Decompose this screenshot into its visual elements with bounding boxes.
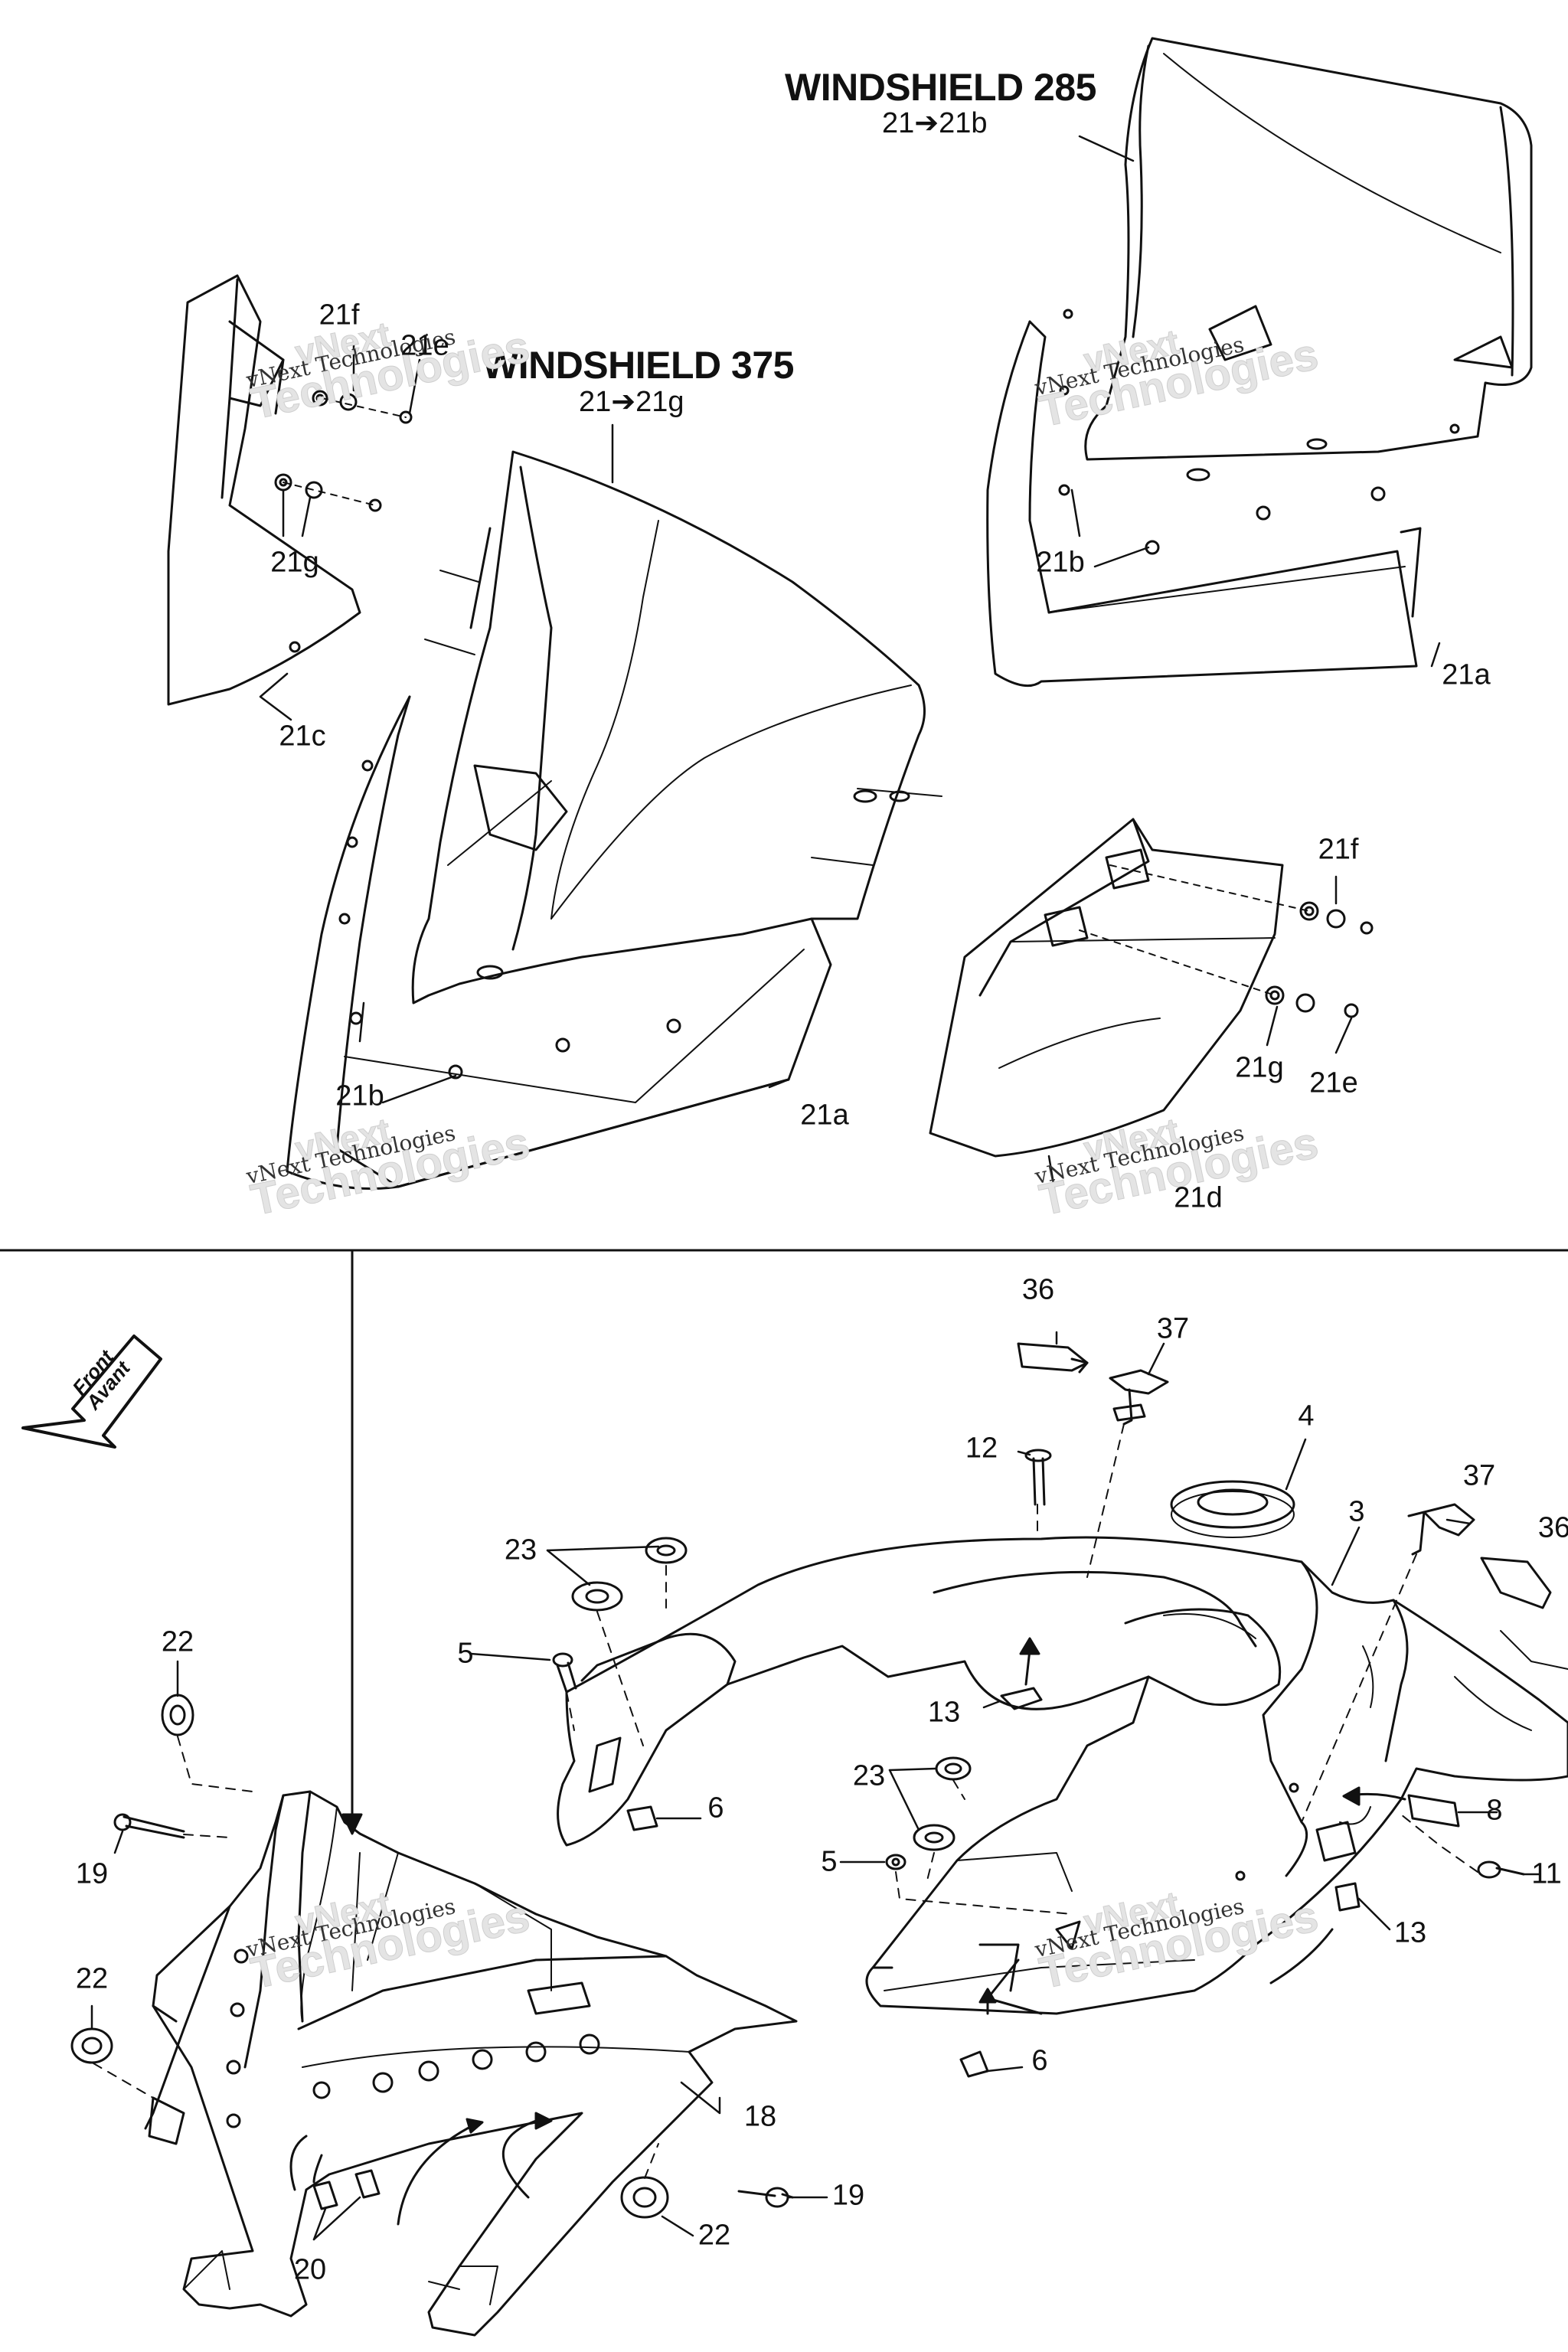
callout-18: 18 bbox=[743, 2100, 777, 2133]
windshield-375-subtitle: 21➔21g bbox=[579, 386, 684, 418]
side-deflector-21c bbox=[167, 274, 361, 706]
callout-21a: 21a bbox=[800, 1099, 849, 1132]
callout-6: 6 bbox=[1031, 2044, 1048, 2077]
callout-5: 5 bbox=[457, 1637, 474, 1670]
callout-21f: 21f bbox=[1318, 833, 1359, 866]
hood-hardware bbox=[70, 1342, 1552, 2219]
callout-12: 12 bbox=[965, 1432, 998, 1465]
callout-21g: 21g bbox=[270, 546, 319, 579]
hood-body-assembly bbox=[557, 1536, 1568, 2015]
callout-22: 22 bbox=[161, 1625, 194, 1658]
callout-22: 22 bbox=[75, 1962, 109, 1995]
callout-36: 36 bbox=[1537, 1511, 1568, 1544]
callout-leaders bbox=[90, 135, 1540, 2241]
callout-21g: 21g bbox=[1235, 1051, 1284, 1084]
callout-13: 13 bbox=[927, 1696, 961, 1729]
callout-22: 22 bbox=[697, 2219, 731, 2252]
callout-23: 23 bbox=[852, 1759, 886, 1792]
nose-frame-assembly bbox=[144, 1790, 798, 2337]
windshield-285-title: WINDSHIELD 285 bbox=[785, 66, 1096, 109]
callout-37: 37 bbox=[1462, 1459, 1496, 1492]
callout-21d: 21d bbox=[1174, 1181, 1223, 1214]
callout-21a: 21a bbox=[1442, 658, 1491, 691]
callout-21f: 21f bbox=[318, 299, 360, 332]
windshield-hardware bbox=[274, 390, 1374, 1018]
callout-13: 13 bbox=[1393, 1916, 1427, 1949]
callout-8: 8 bbox=[1486, 1794, 1503, 1827]
callout-19: 19 bbox=[75, 1857, 109, 1890]
windshield-285-subtitle: 21➔21b bbox=[882, 107, 988, 139]
callout-21b: 21b bbox=[1036, 546, 1085, 579]
callout-21c: 21c bbox=[279, 720, 326, 753]
windshield-375-title: WINDSHIELD 375 bbox=[482, 344, 794, 387]
callout-37: 37 bbox=[1156, 1312, 1190, 1345]
windshield-285-assembly bbox=[986, 37, 1533, 688]
callout-3: 3 bbox=[1348, 1495, 1365, 1528]
callout-36: 36 bbox=[1021, 1273, 1055, 1306]
callout-21b: 21b bbox=[335, 1080, 384, 1112]
assembly-dashed-lines bbox=[93, 1423, 1478, 2179]
callout-6: 6 bbox=[707, 1792, 724, 1824]
callout-21e: 21e bbox=[1309, 1067, 1358, 1099]
callout-5: 5 bbox=[821, 1845, 838, 1878]
callout-21e: 21e bbox=[400, 329, 449, 362]
callout-23: 23 bbox=[504, 1534, 537, 1566]
callout-11: 11 bbox=[1531, 1857, 1562, 1890]
callout-20: 20 bbox=[293, 2253, 327, 2286]
callout-19: 19 bbox=[831, 2179, 865, 2212]
callout-4: 4 bbox=[1298, 1400, 1315, 1432]
fuel-ring-part-4 bbox=[1170, 1480, 1295, 1538]
side-deflector-21d bbox=[929, 818, 1284, 1158]
assembly-arrows bbox=[312, 1637, 1406, 2226]
front-direction-arrow bbox=[21, 1334, 162, 1449]
windshield-375-assembly bbox=[286, 450, 942, 1190]
